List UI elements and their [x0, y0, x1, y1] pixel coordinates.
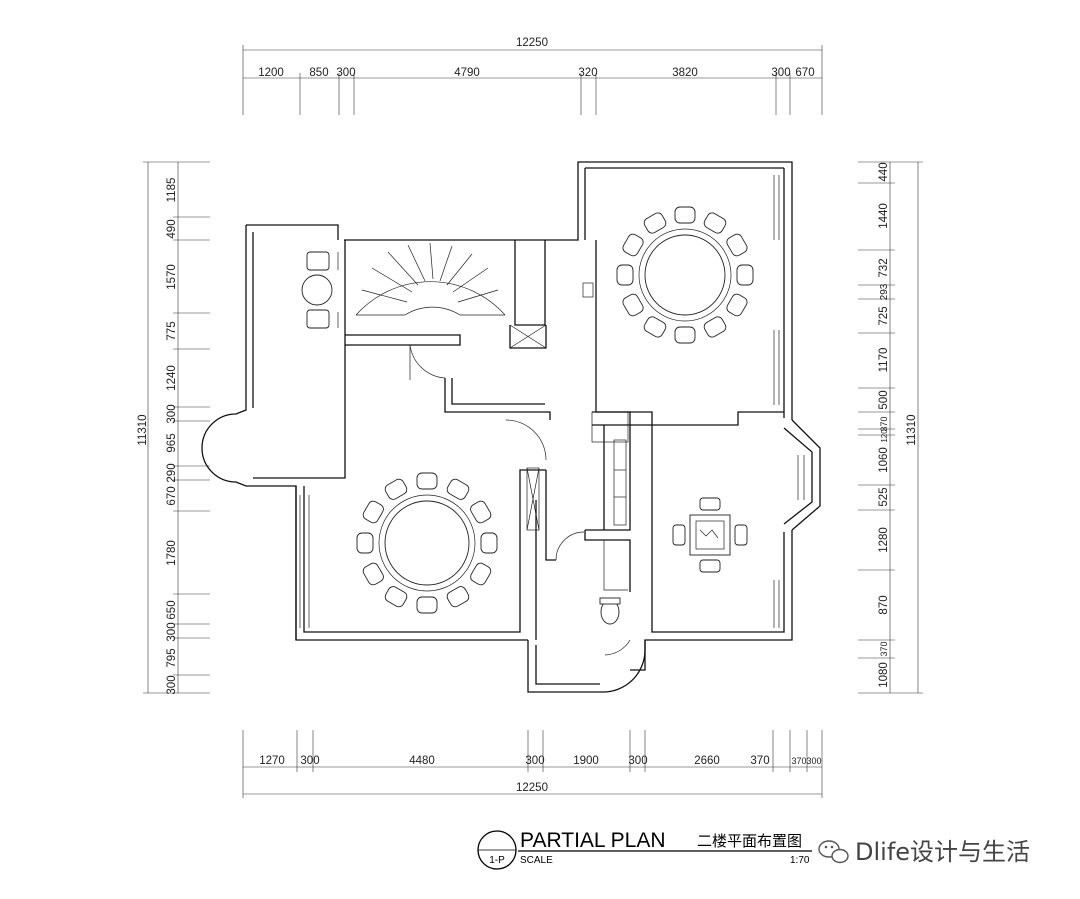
dining-top-right-chair: [622, 233, 644, 257]
right-dim-11: 525: [878, 487, 890, 506]
doors-windows: [299, 175, 805, 656]
bottom-dim-6: 300: [628, 755, 647, 767]
left-dim-7: 965: [166, 433, 178, 452]
left-dim-5: 1240: [166, 365, 178, 391]
right-dim-3: 732: [878, 258, 890, 277]
bottom-dimension-chain: 1270 300 4480 300 1900 300 2660 370 370 …: [242, 730, 823, 798]
scale-label: SCALE: [520, 855, 553, 866]
right-dim-1: 440: [878, 162, 890, 181]
dining-top-right-chair: [643, 316, 667, 338]
right-dimension-chain: 440 1440 732 293 725 1170 500 370 120 10…: [858, 161, 923, 694]
right-total-dim: 11310: [906, 414, 918, 445]
dining-top-right-chair: [726, 293, 748, 317]
drawing-number: 1-P: [489, 855, 505, 866]
right-dim-8: 370: [879, 416, 889, 431]
dining-top-right-chair: [703, 212, 727, 234]
dining-bottom-left-chair: [446, 478, 470, 500]
top-dim-8: 670: [795, 67, 814, 79]
right-dim-6: 1170: [878, 348, 890, 373]
bottom-dim-3: 4480: [409, 755, 435, 767]
bottom-dim-8: 370: [750, 755, 769, 767]
scale-value: 1:70: [790, 855, 810, 866]
small-table-left: [301, 251, 339, 329]
dining-bottom-left-chair: [384, 478, 408, 500]
bottom-dim-5: 1900: [573, 755, 599, 767]
dining-top-right-chair: [674, 326, 696, 344]
left-dim-10: 1780: [166, 540, 178, 566]
top-dim-5: 320: [578, 67, 597, 79]
left-dim-3: 1570: [166, 264, 178, 290]
right-dim-15: 1080: [878, 662, 890, 688]
left-dim-1: 1185: [166, 178, 178, 203]
dining-table-top-right: [616, 206, 754, 344]
bottom-dim-4: 300: [525, 755, 544, 767]
dining-top-right-chair: [622, 293, 644, 317]
watermark-text: Dlife设计与生活: [855, 838, 1030, 866]
wechat-icon: [818, 840, 849, 864]
dining-bottom-left-chair: [470, 500, 492, 524]
left-dim-2: 490: [166, 219, 178, 238]
right-dim-12: 1280: [878, 527, 890, 553]
dining-bottom-left-chair: [416, 596, 438, 614]
bottom-dim-10: 300: [806, 756, 821, 766]
right-dim-2: 1440: [878, 203, 890, 229]
square-table: [672, 497, 748, 573]
spiral-staircase: [355, 242, 506, 316]
dining-top-right-chair: [643, 212, 667, 234]
dining-top-right-chair: [726, 233, 748, 257]
plan-title: PARTIAL PLAN: [520, 829, 666, 852]
top-dim-6: 3820: [672, 67, 698, 79]
dining-table-bottom-left: [356, 472, 498, 614]
top-dim-7: 300: [771, 67, 790, 79]
dining-bottom-left-chair: [356, 532, 374, 554]
dining-top-right-chair: [674, 206, 696, 224]
dining-bottom-left-chair: [480, 532, 498, 554]
top-dim-2: 850: [309, 67, 328, 79]
dining-bottom-left-chair: [362, 500, 384, 524]
left-dim-8: 290: [166, 463, 178, 482]
dining-top-right-chair: [736, 264, 754, 286]
right-dim-7: 500: [878, 390, 890, 409]
dining-top-right-chair: [616, 264, 634, 286]
bottom-dim-7: 2660: [694, 755, 720, 767]
bottom-total-dim: 12250: [516, 782, 548, 794]
chinese-plan-title: 二楼平面布置图: [697, 832, 802, 850]
right-dim-9: 120: [880, 429, 889, 443]
bottom-dim-9: 370: [791, 756, 806, 766]
top-dim-3: 300: [336, 67, 355, 79]
right-dim-13: 870: [878, 595, 890, 614]
left-dim-6: 300: [166, 404, 178, 423]
right-dim-10: 1060: [878, 447, 890, 473]
dining-top-right-chair: [703, 316, 727, 338]
top-total-dim: 12250: [516, 37, 548, 49]
bottom-dim-1: 1270: [259, 755, 285, 767]
left-dim-11: 650: [166, 600, 178, 619]
plan-walls: [201, 161, 821, 693]
left-dim-13: 795: [166, 648, 178, 667]
dining-bottom-left-chair: [362, 562, 384, 586]
right-dim-14: 370: [879, 641, 889, 656]
dining-bottom-left-chair: [470, 562, 492, 586]
left-total-dim: 11310: [137, 414, 149, 445]
left-dim-4: 775: [166, 321, 178, 340]
right-dim-4: 293: [879, 283, 890, 300]
left-dim-14: 300: [166, 675, 178, 694]
left-dim-9: 670: [166, 486, 178, 505]
top-dim-4: 4790: [454, 67, 480, 79]
left-dim-12: 300: [166, 622, 178, 641]
watermark: Dlife设计与生活: [818, 838, 1030, 866]
dining-bottom-left-chair: [384, 586, 408, 608]
left-dimension-chain: 11310 1185 490 1570 775 1240 300 965 290…: [137, 161, 210, 695]
bottom-dim-2: 300: [300, 755, 319, 767]
dining-bottom-left-chair: [416, 472, 438, 490]
top-dim-1: 1200: [258, 67, 284, 79]
right-dim-5: 725: [878, 306, 890, 325]
title-block: 1-P PARTIAL PLAN SCALE 二楼平面布置图 1:70: [477, 829, 812, 870]
toilet: [599, 597, 621, 625]
dining-bottom-left-chair: [446, 586, 470, 608]
top-dimension-chain: 12250 1200 850 300 4790 320 3820 300 670: [242, 37, 823, 115]
